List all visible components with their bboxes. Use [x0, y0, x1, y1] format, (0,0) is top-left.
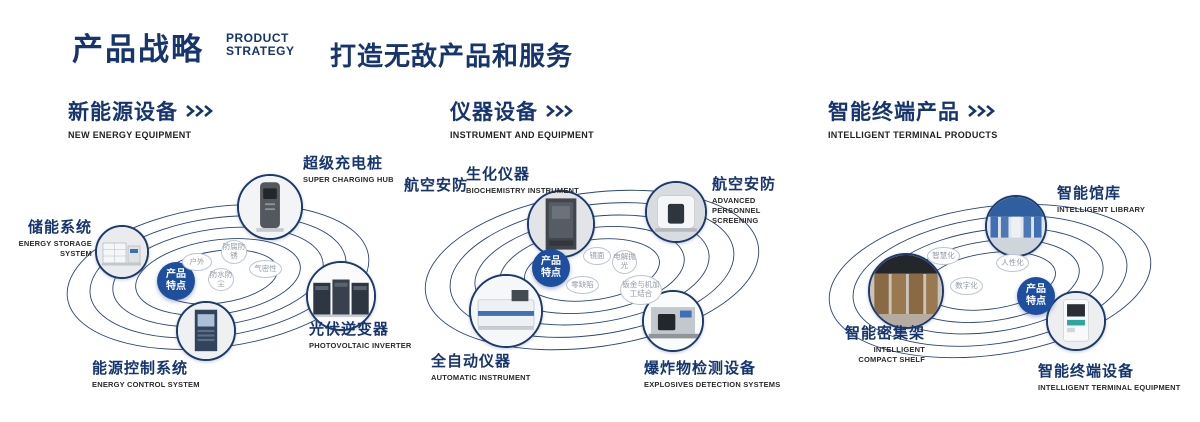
product-name-en: EXPLOSIVES DETECTION SYSTEMS — [644, 380, 781, 389]
intelligent-library-image — [987, 197, 1045, 255]
product-name: 超级充电桩 — [303, 155, 384, 172]
product-name: 储能系统 — [27, 219, 92, 236]
page-title-en: PRODUCT STRATEGY — [226, 32, 294, 58]
section-title: 仪器设备 — [450, 101, 538, 124]
product-name-en: BIOCHEMISTRY INSTRUMENT — [466, 186, 579, 195]
product-name: 生化仪器 — [466, 166, 531, 183]
product-label-biochemistry: 生化仪器 BIOCHEMISTRY INSTRUMENT — [466, 163, 579, 196]
section-subtitle: NEW ENERGY EQUIPMENT — [68, 130, 192, 140]
screening-image — [647, 183, 705, 241]
energy-storage-image — [97, 227, 147, 277]
feature-bubble-airtight: 气密性 — [249, 260, 282, 278]
section-title: 新能源设备 — [68, 101, 178, 124]
product-photo-biochemistry-instrument — [527, 190, 595, 258]
product-name-en: INTELLIGENT TERMINAL EQUIPMENT — [1038, 383, 1181, 392]
feature-bubble-outdoor: 户外 — [182, 253, 212, 271]
slogan: 打造无敌产品和服务 — [330, 41, 574, 71]
triple-chevron-icon — [186, 105, 214, 117]
section-header-new-energy: 新能源设备 NEW ENERGY EQUIPMENT — [68, 96, 215, 140]
product-photo-explosives-detection — [642, 290, 704, 352]
feature-bubble-waterproof: 防水防尘 — [208, 268, 234, 291]
section-subtitle: INTELLIGENT TERMINAL PRODUCTS — [828, 130, 998, 140]
product-label-intelligent-library: 智能馆库 INTELLIGENT LIBRARY — [1057, 182, 1145, 215]
explosives-detection-image — [644, 292, 702, 350]
product-name-en: ENERGY STORAGE SYSTEM — [18, 239, 92, 258]
product-label-intelligent-compact-shelf: 智能密集架 INTELLIGENT COMPACT SHELF — [833, 322, 925, 365]
energy-control-image — [178, 303, 234, 359]
product-name: 智能终端设备 — [1038, 363, 1135, 380]
product-name: 智能馆库 — [1057, 185, 1122, 202]
product-name: 智能密集架 — [844, 325, 925, 342]
product-photo-energy-control-system — [176, 301, 236, 361]
page-title-en-line1: PRODUCT — [226, 31, 289, 45]
product-name-en: INTELLIGENT LIBRARY — [1057, 205, 1146, 214]
feature-bubble-sheetmetal-machining: 钣金与机加工结合 — [620, 275, 662, 305]
feature-bubble-anticorrosion: 防腐防锈 — [221, 240, 247, 264]
product-features-badge: 产品特点 — [532, 249, 570, 287]
feature-bubble-intelligent: 智慧化 — [927, 247, 960, 265]
product-photo-intelligent-terminal — [1046, 291, 1106, 351]
product-name-en: AUTOMATIC INSTRUMENT — [431, 373, 531, 382]
product-name: 爆炸物检测设备 — [644, 360, 757, 377]
product-name: 能源控制系统 — [92, 360, 189, 377]
section-subtitle: INSTRUMENT AND EQUIPMENT — [450, 130, 594, 140]
feature-bubble-mirror-finish: 镜面 — [583, 247, 611, 265]
product-photo-personnel-screening — [645, 181, 707, 243]
product-name-en: SUPER CHARGING HUB — [303, 175, 394, 184]
section-header-instruments: 仪器设备 INSTRUMENT AND EQUIPMENT — [450, 96, 594, 140]
badge-label: 产品特点 — [166, 269, 186, 292]
automatic-instrument-image — [471, 276, 541, 346]
badge-label: 产品特点 — [541, 256, 561, 279]
feature-bubble-zero-defect: 零缺陷 — [566, 276, 599, 294]
product-name-en: INTELLIGENT COMPACT SHELF — [858, 345, 925, 364]
product-label-personnel-screening: 航空安防 ADVANCED PERSONNEL SCREENING — [712, 173, 804, 225]
page-title: 产品战略 — [72, 32, 204, 67]
section-header-intelligent-terminal: 智能终端产品 INTELLIGENT TERMINAL PRODUCTS — [828, 96, 998, 140]
product-name: 航空安防 — [404, 177, 469, 194]
product-label-automatic-instrument: 全自动仪器 AUTOMATIC INSTRUMENT — [431, 350, 531, 383]
product-features-badge: 产品特点 — [1017, 277, 1055, 315]
charging-hub-image — [239, 176, 301, 238]
product-name-en: ENERGY CONTROL SYSTEM — [92, 380, 200, 389]
product-photo-super-charging-hub — [237, 174, 303, 240]
product-name-en: PHOTOVOLTAIC INVERTER — [309, 341, 412, 350]
pv-inverter-image — [308, 263, 374, 329]
badge-label: 产品特点 — [1026, 284, 1046, 307]
product-label-intelligent-terminal: 智能终端设备 INTELLIGENT TERMINAL EQUIPMENT — [1038, 360, 1181, 393]
side-label-aviation-security: 航空安防 — [404, 174, 468, 195]
product-name: 航空安防 — [712, 176, 777, 193]
product-photo-automatic-instrument — [469, 274, 543, 348]
triple-chevron-icon — [546, 105, 574, 117]
product-photo-energy-storage — [95, 225, 149, 279]
product-name-en: ADVANCED PERSONNEL SCREENING — [712, 196, 761, 225]
feature-bubble-digitized: 数字化 — [950, 277, 983, 295]
biochemistry-image — [529, 192, 593, 256]
product-photo-intelligent-library — [985, 195, 1047, 257]
terminal-equipment-image — [1048, 293, 1104, 349]
product-label-explosives-detection: 爆炸物检测设备 EXPLOSIVES DETECTION SYSTEMS — [644, 357, 780, 390]
page-title-en-line2: STRATEGY — [226, 43, 295, 58]
product-label-photovoltaic-inverter: 光伏逆变器 PHOTOVOLTAIC INVERTER — [309, 318, 412, 351]
compact-shelf-image — [870, 255, 942, 327]
section-title: 智能终端产品 — [828, 101, 960, 124]
product-label-super-charging-hub: 超级充电桩 SUPER CHARGING HUB — [303, 152, 394, 185]
feature-bubble-electropolish: 电解抛光 — [612, 250, 637, 274]
product-label-energy-storage: 储能系统 ENERGY STORAGE SYSTEM — [6, 216, 92, 259]
product-photo-photovoltaic-inverter — [306, 261, 376, 331]
triple-chevron-icon — [968, 105, 996, 117]
product-label-energy-control-system: 能源控制系统 ENERGY CONTROL SYSTEM — [92, 357, 200, 390]
feature-bubble-humanized: 人性化 — [996, 254, 1029, 272]
product-name: 光伏逆变器 — [309, 321, 390, 338]
product-photo-intelligent-compact-shelf — [868, 253, 944, 329]
product-name: 全自动仪器 — [431, 353, 512, 370]
